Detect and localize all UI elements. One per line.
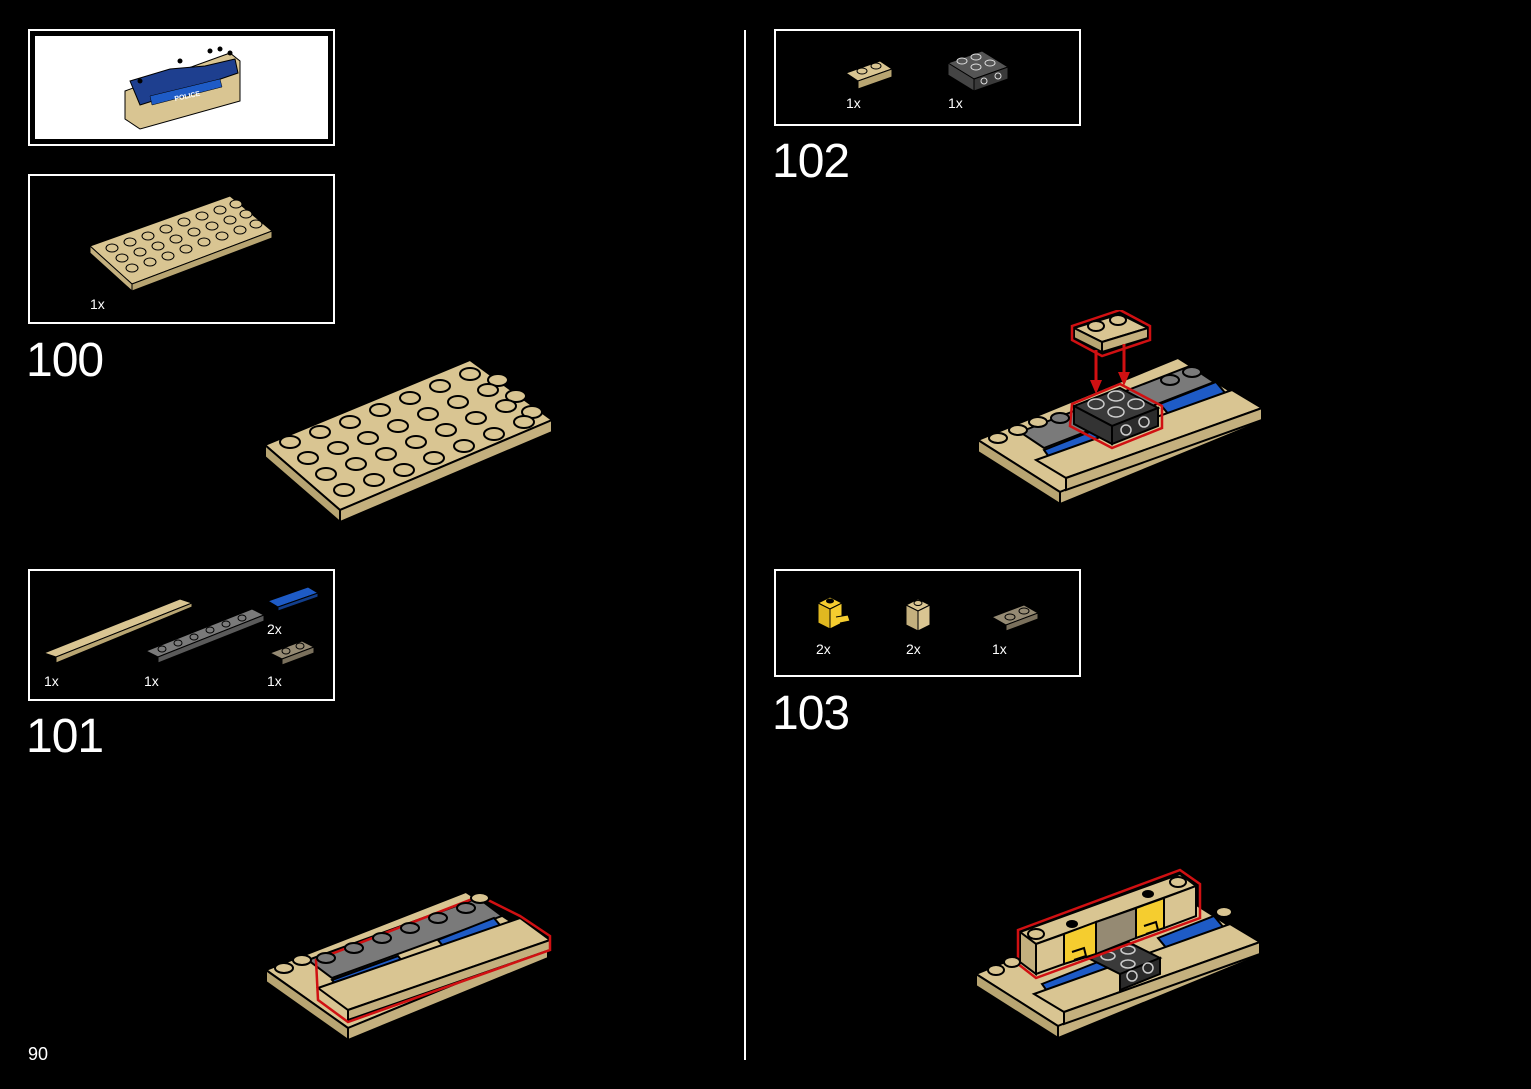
part-qty: 2x — [267, 621, 282, 637]
step-103-assembly-illustration — [973, 868, 1263, 1040]
dark-tan-plate-1x2-icon — [268, 640, 316, 666]
yellow-brick-with-clip-icon — [816, 596, 851, 630]
part-qty: 2x — [816, 641, 831, 657]
step-number: 102 — [772, 135, 850, 188]
parts-callout-step-101: 2x 1x 1x 1x — [28, 569, 335, 701]
parts-callout-step-103: 2x 2x 1x — [774, 569, 1081, 677]
part-qty: 1x — [992, 641, 1007, 657]
tan-plate-1x10-icon — [42, 598, 194, 664]
step-number: 100 — [26, 334, 104, 387]
police-car-display-model-icon: POLICE — [124, 46, 241, 130]
step-103-parts-art — [816, 596, 1040, 632]
parts-callout-step-102: 1x 1x — [774, 29, 1081, 126]
black-brick-with-studs-on-side-icon — [946, 50, 1010, 92]
part-qty: 1x — [846, 95, 861, 111]
part-qty: 1x — [948, 95, 963, 111]
part-qty: 1x — [144, 673, 159, 689]
part-qty: 1x — [267, 673, 282, 689]
step-101-parts-art — [42, 586, 320, 666]
step-number: 103 — [772, 687, 850, 740]
step-number: 101 — [26, 710, 104, 763]
dark-tan-plate-1x2-icon — [990, 604, 1040, 632]
step-100-assembly-illustration — [263, 358, 555, 525]
page-number: 90 — [28, 1044, 49, 1064]
dark-grey-plate-1x6-icon — [144, 608, 266, 664]
part-qty: 2x — [906, 641, 921, 657]
part-qty: 1x — [90, 296, 105, 312]
tan-brick-1x1-icon — [904, 598, 932, 632]
step-102-parts-art — [844, 50, 1010, 92]
blue-tile-1x4-icon — [266, 586, 320, 612]
final-model-preview-box: POLICE — [28, 29, 335, 146]
part-qty: 1x — [44, 673, 59, 689]
page-divider — [744, 30, 746, 1060]
step-101-assembly-illustration — [263, 890, 553, 1042]
tan-plate-4x8-icon — [89, 195, 273, 293]
parts-callout-step-100: 1x — [28, 174, 335, 324]
tan-plate-1x2-icon — [844, 60, 894, 90]
step-102-assembly-illustration — [975, 310, 1265, 506]
